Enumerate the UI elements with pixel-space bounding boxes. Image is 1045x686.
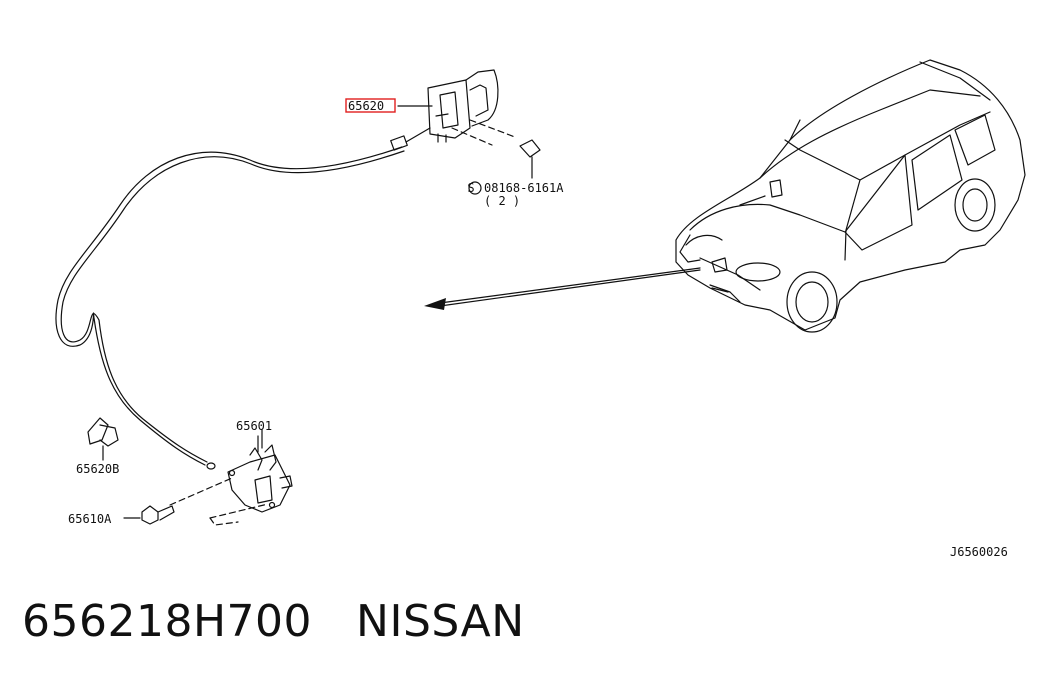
location-arrow xyxy=(439,267,701,307)
part-caption: 656218H700 NISSAN xyxy=(22,596,525,647)
mounting-screw xyxy=(468,139,541,195)
brand-name: NISSAN xyxy=(356,596,525,647)
callout-screw: 08168-6161A xyxy=(484,181,564,195)
callout-screw-qty: ( 2 ) xyxy=(484,194,520,208)
callout-bolt: 65610A xyxy=(68,512,112,526)
mounting-bolt xyxy=(123,505,175,525)
part-highlight-box xyxy=(345,98,396,113)
callout-clip: 65620B xyxy=(76,462,119,476)
callout-cable: 65620 xyxy=(348,99,384,113)
callout-lock: 65601 xyxy=(236,419,272,433)
cable-clip xyxy=(87,417,119,461)
part-number: 656218H700 xyxy=(22,596,313,647)
release-cable xyxy=(55,127,431,470)
callout-screw-symbol: S xyxy=(467,181,474,195)
hood-lock xyxy=(169,435,293,526)
figure-code: J6560026 xyxy=(950,545,1008,559)
vehicle-illustration xyxy=(675,59,1026,333)
arrow-head xyxy=(424,298,446,310)
release-lever xyxy=(427,69,516,146)
